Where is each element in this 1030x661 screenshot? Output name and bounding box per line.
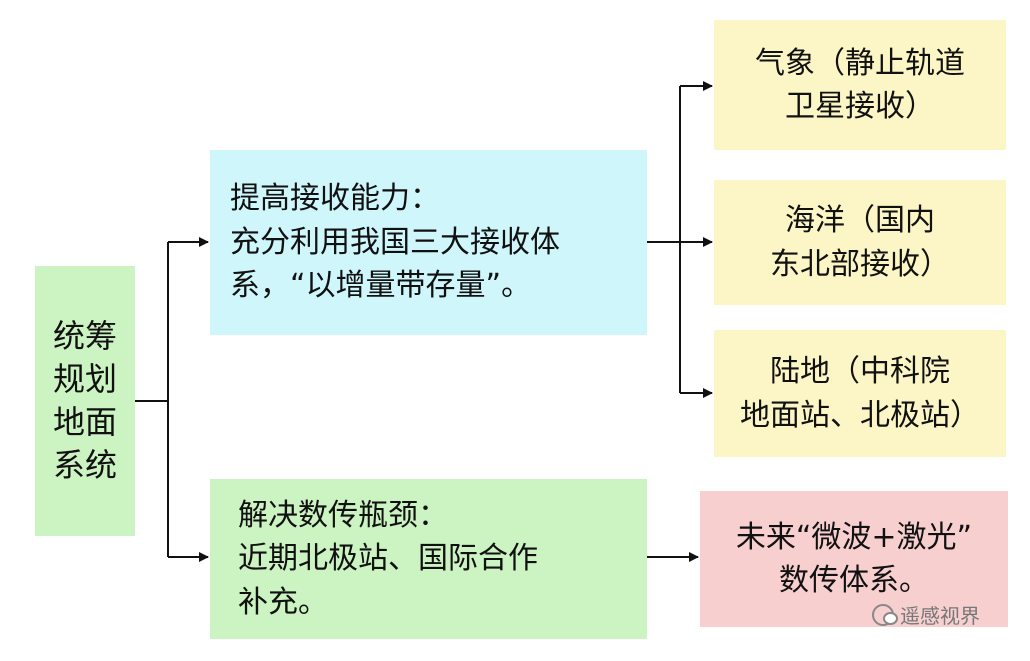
ocean-receiver-node: 海洋（国内 东北部接收）	[714, 180, 1006, 305]
bottleneck-title: 解决数传瓶颈：	[238, 497, 448, 533]
land-receiver-node: 陆地（中科院 地面站、北极站）	[714, 330, 1006, 457]
future-line: 未来“微波+激光”	[735, 519, 973, 555]
land-line: 地面站、北极站）	[740, 397, 980, 433]
meteo-receiver-node: 气象（静止轨道 卫星接收）	[714, 20, 1006, 150]
capability-title: 提高接收能力：	[230, 181, 440, 217]
bottleneck-line: 近期北极站、国际合作	[238, 541, 538, 577]
meteo-line: 气象（静止轨道	[755, 45, 965, 81]
root-line: 系统	[52, 446, 117, 485]
capability-line: 系，“以增量带存量”。	[230, 268, 532, 304]
future-transmission-node: 未来“微波+激光” 数传体系。	[700, 491, 1008, 627]
root-line: 规划	[52, 359, 117, 398]
future-line: 数传体系。	[779, 563, 929, 598]
capability-line: 充分利用我国三大接收体	[230, 224, 560, 260]
ocean-line: 海洋（国内	[785, 203, 935, 238]
bottleneck-node: 解决数传瓶颈： 近期北极站、国际合作 补充。	[210, 479, 647, 639]
bottleneck-line: 补充。	[238, 584, 328, 620]
wechat-icon	[872, 603, 898, 626]
ocean-line: 东北部接收）	[770, 246, 950, 282]
root-node-ground-system: 统筹 规划 地面 系统	[35, 266, 135, 536]
watermark-text: 遥感视界	[900, 604, 980, 628]
watermark: 遥感视界	[872, 600, 980, 629]
land-line: 陆地（中科院	[770, 354, 950, 389]
meteo-line: 卫星接收）	[785, 89, 935, 124]
capability-node: 提高接收能力： 充分利用我国三大接收体 系，“以增量带存量”。	[210, 150, 647, 335]
root-line: 地面	[52, 403, 117, 441]
root-line: 统筹	[52, 316, 117, 355]
